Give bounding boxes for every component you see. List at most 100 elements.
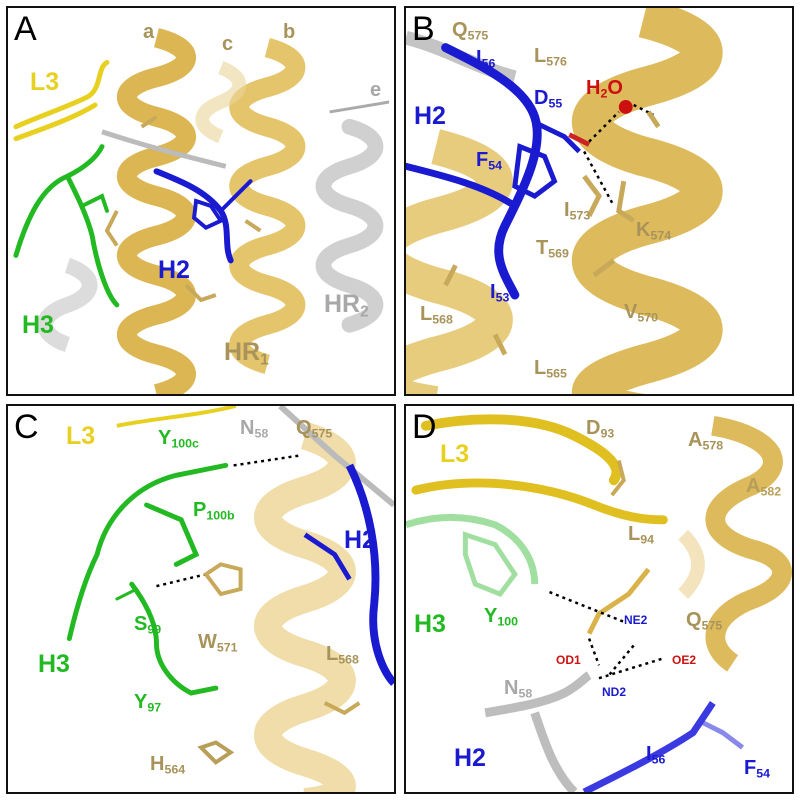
- h2-label: H2: [344, 526, 376, 554]
- h3-label: H3: [22, 311, 54, 339]
- a582-label: A582: [746, 475, 782, 499]
- n58-label: N58: [504, 677, 533, 701]
- helix-a-label: a: [143, 21, 155, 43]
- l576-label: L576: [534, 45, 567, 69]
- n58-label: N58: [240, 417, 269, 441]
- helix-a: [117, 28, 196, 394]
- panel-c: C L3 Y100c N58 Q575 P100b H2 S99 W571 H3…: [6, 404, 396, 794]
- v570-label: V570: [624, 301, 659, 325]
- d93-label: D93: [586, 417, 615, 441]
- hr1-helix: [705, 416, 792, 672]
- panel-b: B Q575 L576 I56 H2 D55 H2O F54 I573 K574…: [404, 6, 794, 396]
- t569-label: T569: [536, 237, 569, 261]
- hr1-helix: [254, 422, 356, 792]
- l3-label: L3: [66, 422, 96, 450]
- water-oxygen: [618, 100, 633, 114]
- l94-label: L94: [628, 523, 655, 547]
- background-helix: [37, 257, 98, 353]
- hbond-lines: [549, 590, 664, 680]
- ne2-label: NE2: [624, 613, 648, 627]
- grey-strand-lower: [530, 711, 578, 792]
- h3-loop: [66, 462, 229, 696]
- d55-label: D55: [534, 87, 563, 111]
- l568-label: L568: [420, 303, 453, 327]
- h2-label: H2: [454, 744, 486, 772]
- side-chains: [443, 110, 661, 356]
- hbond-lines: [583, 103, 654, 207]
- h564-label: H564: [150, 753, 186, 777]
- panel-d-structure: [406, 414, 792, 792]
- helix-c-label: c: [222, 33, 234, 55]
- water-label: H2O: [586, 77, 623, 101]
- y100-label: Y100: [484, 605, 519, 629]
- panel-letter: C: [14, 408, 39, 446]
- s99-label: S99: [134, 613, 162, 637]
- h2-loop: [153, 168, 253, 264]
- h564-side-chain: [197, 740, 235, 765]
- h2-loop: [406, 43, 558, 300]
- panel-a-structure: [13, 28, 390, 394]
- panel-c-structure: [66, 406, 394, 792]
- hr2-helix: [315, 118, 384, 333]
- k574-label: K574: [636, 219, 672, 243]
- panel-letter: D: [412, 408, 437, 446]
- d55-side-chain: [538, 122, 581, 154]
- a578-label: A578: [688, 429, 724, 453]
- w571-side-chain: [203, 562, 243, 597]
- hbond-lines: [156, 454, 301, 588]
- l3-loop: [116, 406, 237, 428]
- q575-label: Q575: [296, 417, 333, 441]
- panel-a: A a c b e L3 H2 H3 HR1 HR2: [6, 6, 396, 396]
- h2-label: H2: [158, 256, 190, 284]
- l565-label: L565: [534, 357, 567, 381]
- helix-right: [572, 8, 723, 394]
- helix-b-label: b: [283, 21, 296, 43]
- w571-label: W571: [198, 631, 238, 655]
- hr1-label: HR1: [224, 338, 269, 369]
- hr2-peptide-strand: [329, 100, 390, 114]
- h3-loop: [13, 144, 120, 308]
- h2-loop: [303, 463, 394, 686]
- helix-c: [195, 60, 247, 144]
- panel-d: D L3 D93 A578 A582 L94 H3 Y100 NE2 Q575 …: [404, 404, 794, 794]
- grey-strand: [101, 129, 227, 169]
- l3-loop: [411, 414, 668, 525]
- i573-label: I573: [564, 199, 591, 223]
- oe2-label: OE2: [672, 653, 697, 667]
- l3-label: L3: [30, 68, 60, 96]
- grey-strand: [278, 406, 394, 508]
- od1-label: OD1: [556, 653, 581, 667]
- q575-label: Q575: [686, 609, 723, 633]
- hr2-label: HR2: [324, 290, 369, 321]
- i53-label: I53: [490, 281, 510, 305]
- panel-b-structure: [406, 8, 723, 394]
- h3-label: H3: [38, 650, 70, 678]
- l568-side-chain: [323, 701, 361, 716]
- h3-label: H3: [414, 610, 446, 638]
- q575-label: Q575: [452, 19, 489, 43]
- y97-label: Y97: [134, 691, 162, 715]
- helix-b: [229, 38, 306, 374]
- h3-loop: [406, 513, 539, 598]
- d93-side-chain: [610, 459, 626, 497]
- h2-label: H2: [414, 102, 446, 130]
- l3-loop: [13, 59, 110, 142]
- q575-side-chain: [586, 567, 651, 635]
- panel-letter: B: [412, 10, 435, 48]
- helix-e-label: e: [370, 79, 382, 101]
- f54-label: F54: [744, 757, 771, 781]
- f54-label: F54: [476, 149, 503, 173]
- h2-loop: [582, 701, 744, 792]
- grey-strand: [484, 671, 592, 718]
- side-chains: [104, 115, 262, 303]
- panel-letter: A: [14, 10, 37, 48]
- i56-label: I56: [476, 47, 496, 71]
- nd2-label: ND2: [602, 685, 627, 699]
- p100b-label: P100b: [193, 499, 235, 523]
- l3-label: L3: [440, 440, 470, 468]
- y100c-label: Y100c: [158, 427, 199, 451]
- hr1-helix-back: [678, 529, 705, 599]
- carboxyl-oxygen: [568, 132, 591, 147]
- l568-label: L568: [326, 643, 359, 667]
- i56-label: I56: [646, 743, 666, 767]
